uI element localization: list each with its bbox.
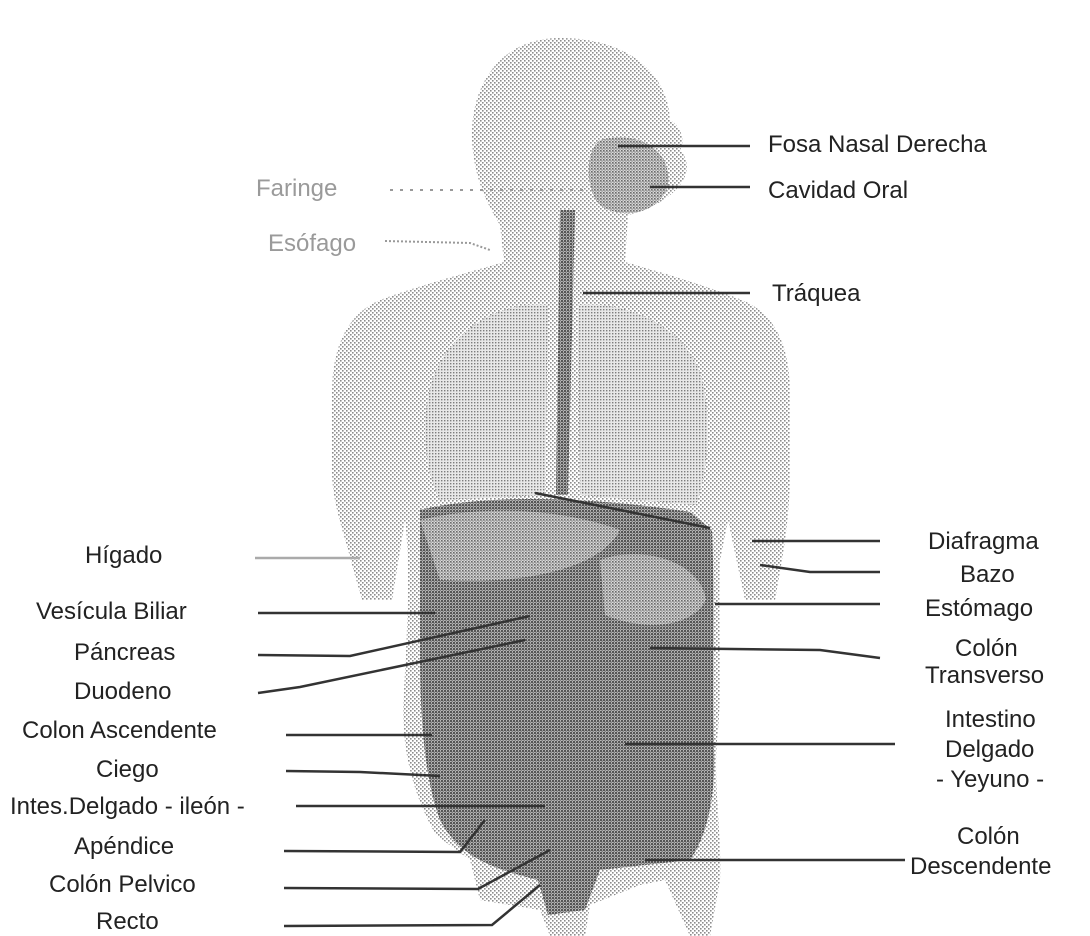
label-fosa-nasal: Fosa Nasal Derecha xyxy=(768,133,987,157)
label-colon-pelvico: Colón Pelvico xyxy=(49,873,196,897)
label-colon-desc-1: Colón xyxy=(957,825,1020,849)
label-intestino-2: Delgado xyxy=(945,738,1034,762)
label-intestino-3: - Yeyuno - xyxy=(936,768,1044,792)
label-colon-asc: Colon Ascendente xyxy=(22,719,217,743)
label-colon-desc-2: Descendente xyxy=(910,855,1051,879)
label-colon-transverso-1: Colón xyxy=(955,637,1018,661)
leader-esofago xyxy=(385,241,490,250)
label-ileon: Intes.Delgado - ileón - xyxy=(10,795,245,819)
label-bazo: Bazo xyxy=(960,563,1015,587)
label-faringe: Faringe xyxy=(256,177,337,201)
label-duodeno: Duodeno xyxy=(74,680,171,704)
label-diafragma: Diafragma xyxy=(928,530,1039,554)
label-higado: Hígado xyxy=(85,544,162,568)
label-traquea: Tráquea xyxy=(772,282,861,306)
label-colon-transverso-2: Transverso xyxy=(925,664,1044,688)
label-apendice: Apéndice xyxy=(74,835,174,859)
label-pancreas: Páncreas xyxy=(74,641,175,665)
label-vesicula: Vesícula Biliar xyxy=(36,600,187,624)
label-ciego: Ciego xyxy=(96,758,159,782)
label-estomago: Estómago xyxy=(925,597,1033,621)
label-intestino-1: Intestino xyxy=(945,708,1036,732)
label-recto: Recto xyxy=(96,910,159,934)
label-cavidad-oral: Cavidad Oral xyxy=(768,179,908,203)
label-esofago: Esófago xyxy=(268,232,356,256)
